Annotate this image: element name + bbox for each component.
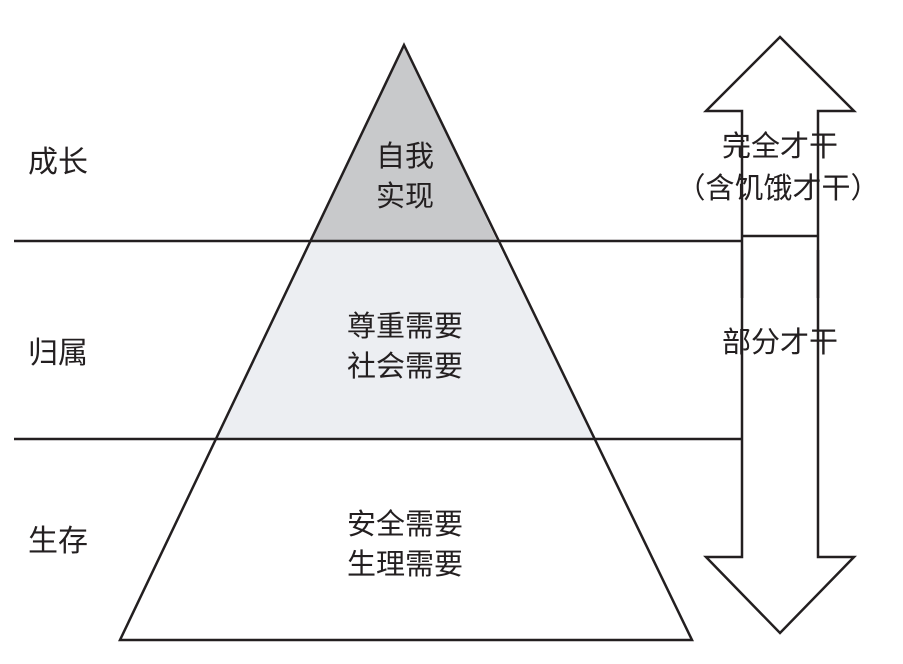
- full-talent-label: 完全才干: [722, 129, 838, 163]
- level-label-belonging: 归属: [28, 336, 88, 371]
- pyramid-bottom-tier: [120, 439, 692, 640]
- level-label-growth: 成长: [28, 145, 88, 180]
- down-arrow-icon: [703, 250, 857, 635]
- bottom-tier-line-1: 安全需要: [347, 507, 463, 541]
- bottom-tier-line-2: 生理需要: [347, 547, 463, 581]
- top-tier-line-1: 自我: [376, 139, 434, 173]
- level-label-survival: 生存: [28, 524, 88, 559]
- pyramid-outline: [118, 42, 694, 642]
- top-tier-line-2: 实现: [376, 179, 434, 213]
- middle-tier-line-1: 尊重需要: [347, 309, 463, 343]
- up-arrow-icon: [702, 35, 858, 298]
- pyramid-middle-tier: [216, 241, 594, 439]
- middle-tier-line-2: 社会需要: [347, 349, 463, 383]
- full-talent-sublabel: （含饥饿才干）: [676, 171, 879, 205]
- pyramid-top-tier: [310, 45, 497, 241]
- partial-talent-label: 部分才干: [722, 325, 838, 359]
